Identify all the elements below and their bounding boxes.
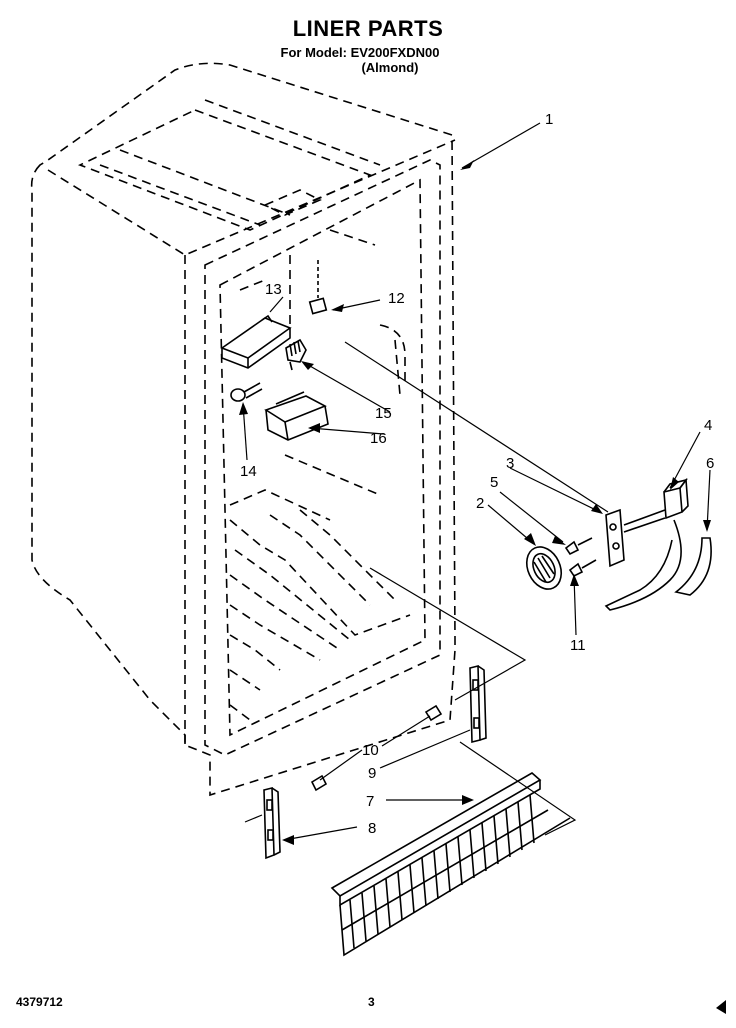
callout-15: 15: [375, 405, 392, 422]
callout-1: 1: [545, 111, 553, 128]
callout-8: 8: [368, 820, 376, 837]
thermostat-bracket-part: [605, 508, 666, 568]
arrowheads: [239, 160, 711, 845]
cabinet-outline: [30, 62, 456, 797]
callout-4: 4: [704, 417, 712, 434]
page-number: 3: [368, 995, 375, 1009]
right-shelf-support-part: [469, 664, 487, 744]
callout-9: 9: [368, 765, 376, 782]
model-line: For Model: EV200FXDN00: [280, 45, 440, 60]
callout-14: 14: [240, 463, 257, 480]
light-bulb-part: [230, 382, 263, 402]
thermostat-part: [604, 477, 689, 611]
callout-16: 16: [370, 430, 387, 447]
leader-lines: [242, 122, 711, 841]
callout-13: 13: [265, 281, 282, 298]
callout-7: 7: [366, 793, 374, 810]
document-number: 4379712: [16, 995, 63, 1009]
callout-12: 12: [388, 290, 405, 307]
callout-11: 11: [570, 637, 586, 654]
thermostat-knob-part: [525, 546, 563, 590]
parts-drawing: [220, 260, 712, 957]
callout-3: 3: [506, 455, 514, 472]
callout-labels: 1 2 3 4 5 6 7 8 9 10 11 12 13 14 15 16: [240, 111, 714, 837]
light-shield-part: [264, 391, 329, 441]
callout-6: 6: [706, 455, 714, 472]
page-title: LINER PARTS: [292, 16, 444, 41]
callout-10: 10: [362, 742, 379, 759]
callout-5: 5: [490, 474, 498, 491]
corner-mark: [716, 1000, 726, 1014]
wire-shelf-part: [330, 772, 571, 957]
screw-parts: [564, 537, 597, 578]
shelf-screw-parts: [310, 704, 443, 792]
callout-2: 2: [476, 495, 484, 512]
capillary-tube-part: [674, 537, 712, 596]
color-line: (Almond): [361, 60, 419, 75]
left-shelf-support-part: [263, 786, 281, 860]
light-socket-part: [285, 338, 307, 371]
light-housing-part: [220, 314, 292, 369]
clip-part: [308, 260, 328, 315]
